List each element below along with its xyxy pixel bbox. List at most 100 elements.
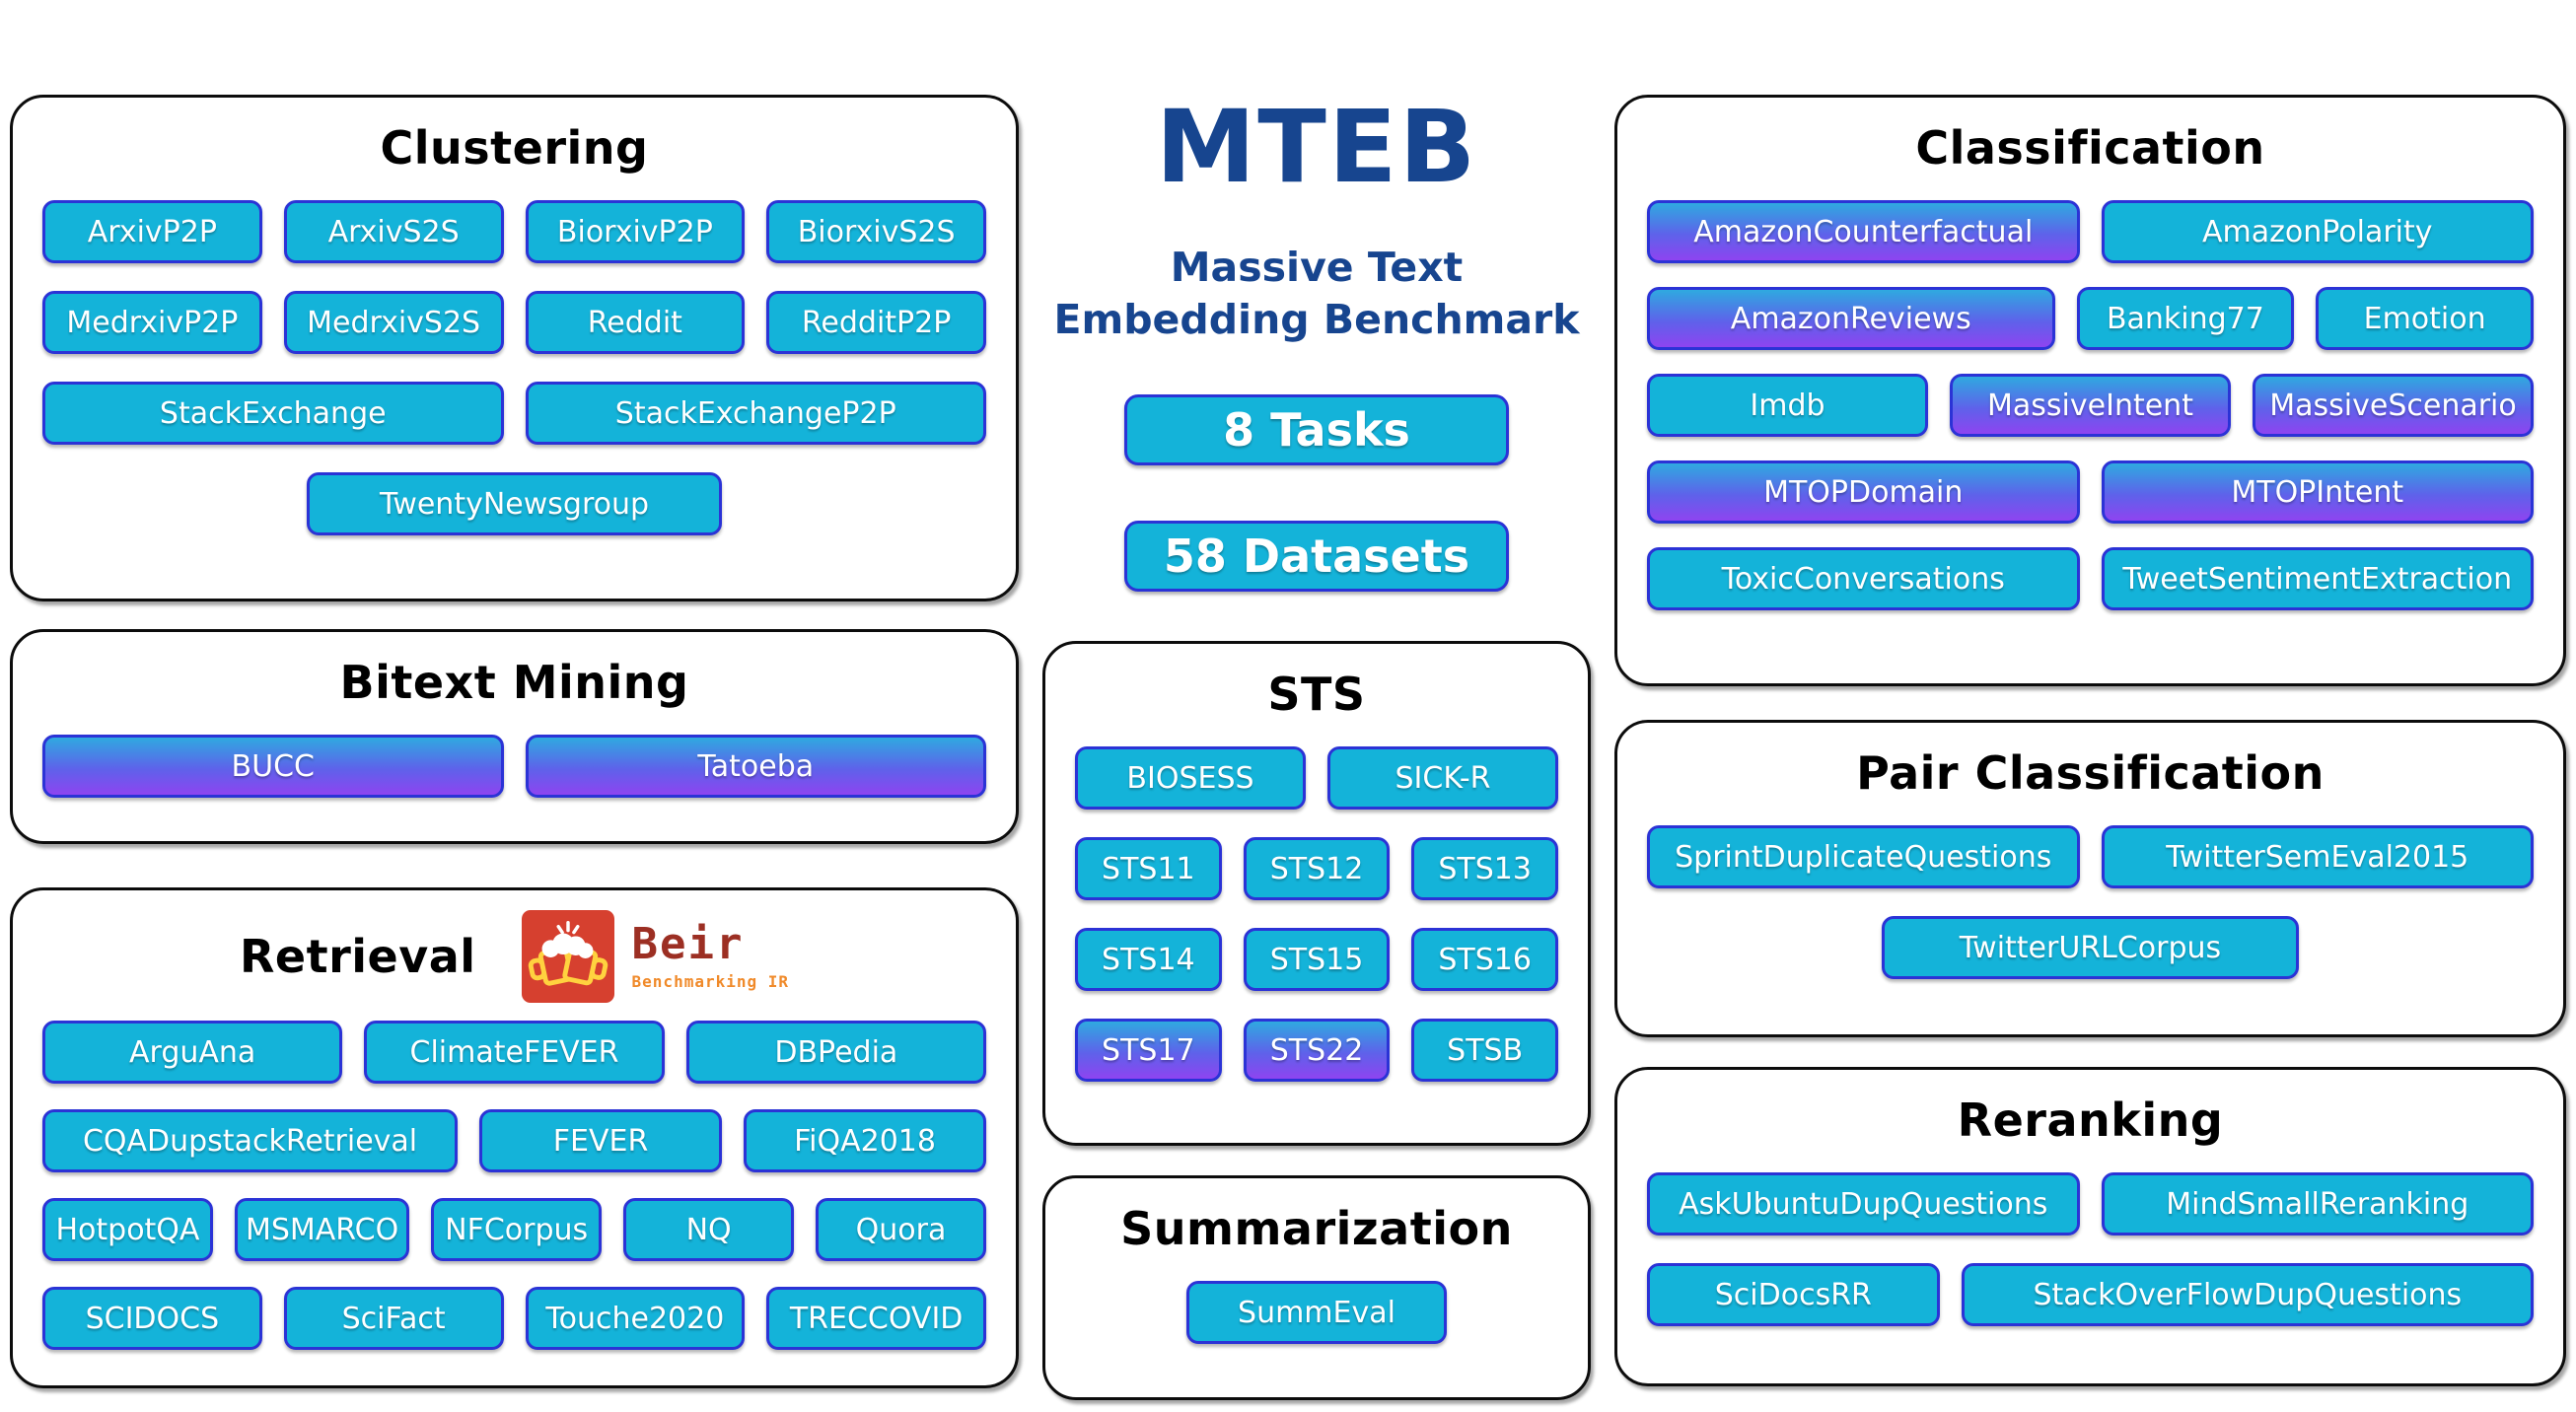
dataset-chip-tatoeba: Tatoeba — [525, 735, 986, 798]
clustering-title: Clustering — [380, 121, 649, 175]
dataset-chip-amazoncounterfactual: AmazonCounterfactual — [1647, 200, 2080, 263]
dataset-chip-sts13: STS13 — [1411, 837, 1559, 901]
beir-beer-mugs-icon — [521, 910, 614, 1003]
pair-classification-title: Pair Classification — [1856, 746, 2325, 800]
retrieval-box: Retrieval — [10, 887, 1019, 1388]
dataset-chip-dbpedia: DBPedia — [685, 1021, 986, 1084]
dataset-row: AskUbuntuDupQuestions MindSmallReranking — [1647, 1172, 2534, 1236]
dataset-chip-twitterurlcorpus: TwitterURLCorpus — [1882, 916, 2299, 979]
dataset-chip-sts12: STS12 — [1243, 837, 1391, 901]
dataset-chip-biorxivs2s: BiorxivS2S — [766, 200, 986, 263]
dataset-chip-toxicconversations: ToxicConversations — [1647, 547, 2080, 610]
clustering-box: Clustering ArxivP2P ArxivS2S BiorxivP2P Bio… — [10, 95, 1019, 601]
page-title: MTEB — [1155, 89, 1478, 206]
dataset-chip-scifact: SciFact — [283, 1287, 504, 1350]
dataset-chip-sts16: STS16 — [1411, 928, 1559, 992]
dataset-chip-askubuntudupquestions: AskUbuntuDupQuestions — [1647, 1172, 2080, 1236]
dataset-chip-redditp2p: RedditP2P — [766, 291, 986, 354]
dataset-chip-sts17: STS17 — [1075, 1019, 1222, 1083]
dataset-chip-arxivs2s: ArxivS2S — [283, 200, 504, 263]
subtitle-line-1: Massive Text — [1170, 244, 1464, 292]
subtitle-line-2: Embedding Benchmark — [1053, 295, 1580, 343]
sts-title: STS — [1267, 668, 1366, 722]
dataset-chip-medrxivp2p: MedrxivP2P — [42, 291, 262, 354]
dataset-row: Imdb MassiveIntent MassiveScenario — [1647, 374, 2534, 437]
dataset-chip-sts14: STS14 — [1075, 928, 1222, 992]
dataset-chip-scidocs: SCIDOCS — [42, 1287, 262, 1350]
dataset-chip-biosess: BIOSESS — [1075, 746, 1306, 811]
dataset-chip-treccovid: TRECCOVID — [766, 1287, 986, 1350]
beir-wordmark: Beir Benchmarking IR — [632, 923, 790, 990]
dataset-chip-msmarco: MSMARCO — [234, 1198, 410, 1261]
bitext-mining-box: Bitext Mining BUCC Tatoeba — [10, 629, 1019, 844]
pair-classification-box: Pair Classification SprintDuplicateQuest… — [1614, 720, 2566, 1037]
dataset-row: CQADupstackRetrieval FEVER FiQA2018 — [42, 1109, 987, 1172]
dataset-row: SummEval — [1075, 1281, 1558, 1345]
dataset-chip-hotpotqa: HotpotQA — [42, 1198, 213, 1261]
classification-title: Classification — [1915, 121, 2265, 175]
summarization-title: Summarization — [1120, 1202, 1513, 1256]
dataset-chip-nfcorpus: NFCorpus — [431, 1198, 603, 1261]
dataset-chip-fiqa2018: FiQA2018 — [744, 1109, 987, 1172]
beir-tagline: Benchmarking IR — [631, 972, 790, 991]
dataset-row: ArxivP2P ArxivS2S BiorxivP2P BiorxivS2S — [42, 200, 986, 263]
dataset-chip-imdb: Imdb — [1647, 374, 1928, 437]
dataset-chip-quora: Quora — [816, 1198, 986, 1261]
retrieval-title: Retrieval — [239, 930, 476, 983]
dataset-chip-tweetsentimentextraction: TweetSentimentExtraction — [2101, 547, 2534, 610]
dataset-chip-stackoverflowdupquestions: StackOverFlowDupQuestions — [1961, 1263, 2534, 1326]
dataset-chip-banking77: Banking77 — [2076, 287, 2295, 350]
dataset-chip-mtopdomain: MTOPDomain — [1647, 460, 2080, 524]
clustering-datasets: ArxivP2P ArxivS2S BiorxivP2P BiorxivS2S Medr… — [42, 200, 986, 573]
center-column: MTEB Massive Text Embedding Benchmark 8 … — [1042, 89, 1591, 1401]
left-column: Clustering ArxivP2P ArxivS2S BiorxivP2P Bio… — [10, 95, 1019, 1400]
dataset-row: TwentyNewsgroup — [42, 472, 986, 535]
dataset-chip-massiveintent: MassiveIntent — [1950, 374, 2231, 437]
summarization-datasets: SummEval — [1075, 1281, 1558, 1372]
dataset-chip-fever: FEVER — [479, 1109, 723, 1172]
bitext-mining-title: Bitext Mining — [339, 656, 689, 709]
dataset-row: AmazonCounterfactual AmazonPolarity — [1647, 200, 2534, 263]
dataset-chip-medrxivs2s: MedrxivS2S — [283, 291, 504, 354]
dataset-row: MedrxivP2P MedrxivS2S Reddit RedditP2P — [42, 291, 986, 354]
dataset-chip-sts22: STS22 — [1243, 1019, 1391, 1083]
dataset-chip-touche2020: Touche2020 — [525, 1287, 746, 1350]
dataset-chip-sts15: STS15 — [1243, 928, 1391, 992]
dataset-chip-arguana: ArguAna — [42, 1021, 343, 1084]
dataset-chip-mtopintent: MTOPIntent — [2101, 460, 2534, 524]
dataset-row: HotpotQA MSMARCO NFCorpus NQ Quora — [42, 1198, 986, 1261]
dataset-row: ArguAna ClimateFEVER DBPedia — [42, 1021, 986, 1084]
dataset-chip-twentynewsgroup: TwentyNewsgroup — [306, 472, 723, 535]
dataset-chip-stackexchangep2p: StackExchangeP2P — [525, 382, 986, 445]
dataset-chip-nq: NQ — [623, 1198, 795, 1261]
beir-logo: Beir Benchmarking IR — [521, 910, 790, 1003]
dataset-chip-cqadupstackretrieval: CQADupstackRetrieval — [42, 1109, 459, 1172]
dataset-chip-amazonpolarity: AmazonPolarity — [2101, 200, 2534, 263]
dataset-row: BUCC Tatoeba — [42, 735, 986, 798]
bitext-mining-datasets: BUCC Tatoeba — [42, 735, 986, 815]
dataset-chip-twittersemeval2015: TwitterSemEval2015 — [2101, 825, 2534, 888]
page-subtitle: Massive Text Embedding Benchmark — [1042, 242, 1591, 345]
dataset-chip-arxivp2p: ArxivP2P — [42, 200, 262, 263]
dataset-chip-massivescenario: MassiveScenario — [2253, 374, 2534, 437]
dataset-chip-reddit: Reddit — [525, 291, 746, 354]
dataset-chip-bucc: BUCC — [42, 735, 504, 798]
dataset-row: SprintDuplicateQuestions TwitterSemEval20… — [1647, 825, 2534, 888]
dataset-chip-climatefever: ClimateFEVER — [364, 1021, 665, 1084]
dataset-chip-mindsmallreranking: MindSmallReranking — [2101, 1172, 2534, 1236]
dataset-chip-sprintduplicatequestions: SprintDuplicateQuestions — [1647, 825, 2080, 888]
dataset-chip-biorxivp2p: BiorxivP2P — [525, 200, 746, 263]
